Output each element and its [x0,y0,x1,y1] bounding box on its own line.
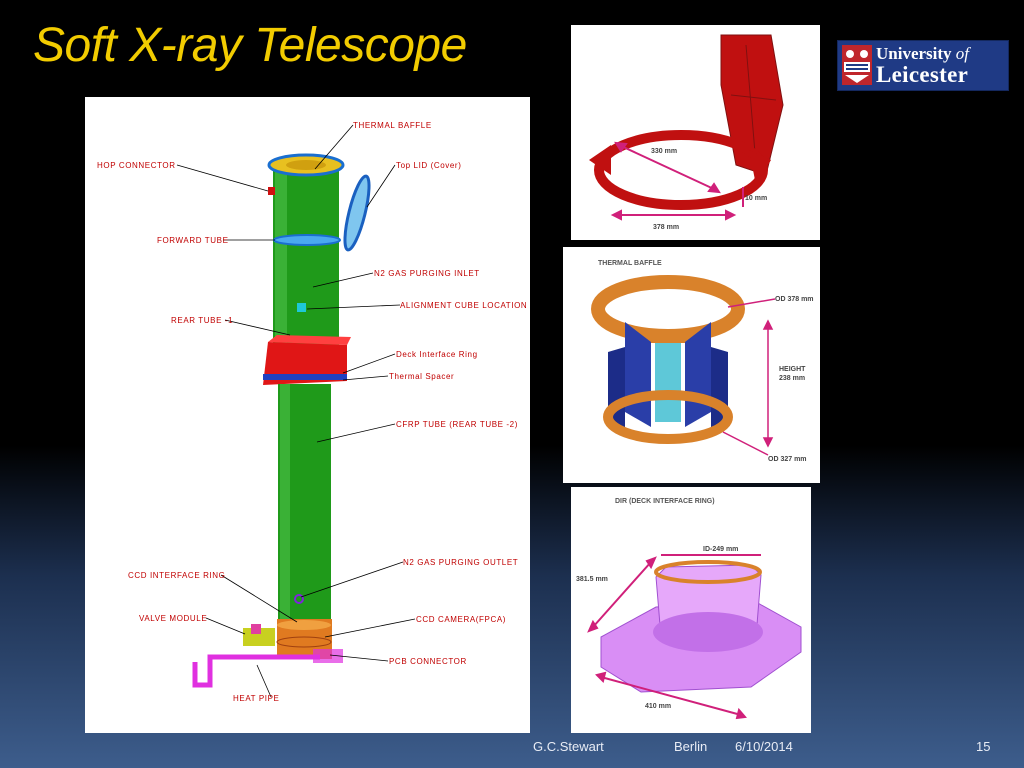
label-pcb-connector: PCB CONNECTOR [389,657,467,666]
label-thermal-baffle: THERMAL BAFFLE [353,121,432,130]
dir-width: 410 mm [645,703,671,710]
footer-author: G.C.Stewart [533,739,604,754]
dir-id: ID-249 mm [703,546,738,553]
baffle-top-ring [591,275,745,343]
label-thermal-spacer: Thermal Spacer [389,372,454,381]
heat-pipe [192,654,320,688]
dir-render: DIR (DECK INTERFACE RING) ID-249 mm 381.… [571,487,811,733]
label-valve-module: VALVE MODULE [139,614,207,623]
footer-date: 6/10/2014 [735,739,793,754]
label-cfrp-tube: CFRP TUBE (REAR TUBE -2) [396,420,518,429]
label-heat-pipe: HEAT PIPE [233,694,279,703]
top-lid [343,174,371,252]
logo-line2: Leicester [876,62,969,87]
dir-height: 381.5 mm [576,576,608,583]
baffle-caption: THERMAL BAFFLE [598,260,662,267]
slide-title: Soft X-ray Telescope [33,19,467,72]
baffle-od-top: OD 378 mm [775,296,814,303]
baffle-center [655,342,681,422]
lid-dim-10: 10 mm [745,195,767,202]
label-ccd-camera: CCD CAMERA(FPCA) [416,615,506,624]
footer-location: Berlin [674,739,708,754]
label-hop-connector: HOP CONNECTOR [97,161,176,170]
label-ccd-ring: CCD INTERFACE RING [128,571,225,580]
lid-dim-330: 330 mm [651,148,677,155]
telescope-diagram: THERMAL BAFFLE HOP CONNECTOR Top LID (Co… [85,97,530,733]
label-rear-tube-1: REAR TUBE -1 [171,316,233,325]
baffle-height-value: 238 mm [779,375,805,382]
baffle-render: THERMAL BAFFLE OD 378 mm HEIGHT 238 mm O… [563,247,820,483]
dir-caption: DIR (DECK INTERFACE RING) [615,498,715,505]
label-deck-ring: Deck Interface Ring [396,350,478,359]
logo-line1-suffix: of [955,44,970,63]
dir-inner-rim [654,560,762,584]
lid-dim-378: 378 mm [653,224,679,231]
lid-render: 330 mm 10 mm 378 mm [571,25,820,240]
alignment-cube [297,303,306,312]
label-n2-inlet: N2 GAS PURGING INLET [374,269,480,278]
baffle-bottom-ring [603,390,733,444]
university-logo: University of Leicester [837,40,1009,91]
label-n2-outlet: N2 GAS PURGING OUTLET [403,558,518,567]
page-number: 15 [976,739,991,754]
logo-line1: University [876,44,952,63]
label-top-lid: Top LID (Cover) [396,161,461,170]
label-alignment-cube: ALIGNMENT CUBE LOCATION [400,301,527,310]
n2-outlet-port [294,594,304,604]
baffle-height-label: HEIGHT [779,366,806,373]
label-forward-tube: FORWARD TUBE [157,236,229,245]
crest-icon [842,45,872,85]
hop-connector [268,187,275,195]
baffle-od-bottom: OD 327 mm [768,456,807,463]
